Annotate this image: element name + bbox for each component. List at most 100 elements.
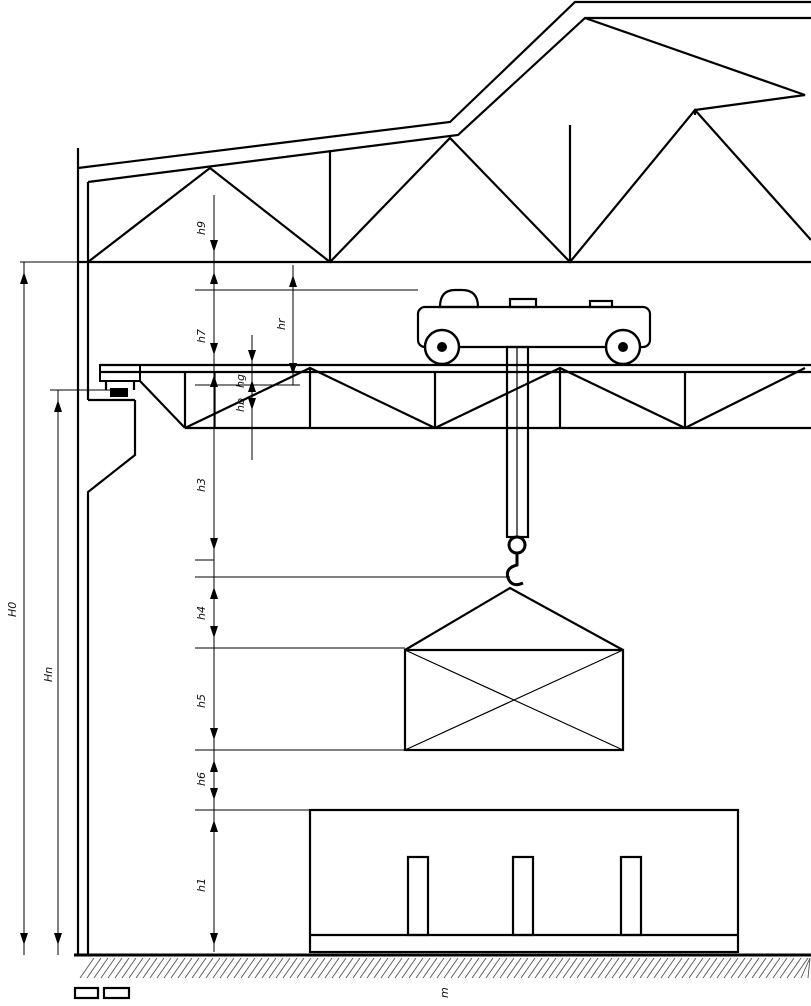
ground-hatch-line	[387, 957, 403, 979]
ground-hatch-line	[716, 957, 732, 979]
label-h5: h5	[195, 694, 208, 708]
ground-hatch-line	[779, 957, 795, 979]
dimension-arrows	[20, 240, 297, 945]
ground-hatch-line	[282, 957, 298, 979]
ground-hatch-line	[359, 957, 375, 979]
ground-hatch-line	[457, 957, 473, 979]
ground-hatch-line	[114, 957, 130, 979]
ground-hatch-line	[366, 957, 382, 979]
roof-upper-triangle	[584, 16, 806, 112]
ground-hatch-line	[730, 957, 746, 979]
ground-hatch-line	[352, 957, 368, 979]
ground-hatch-line	[205, 957, 221, 979]
ground-hatch-line	[317, 957, 333, 979]
ground-hatch-line	[702, 957, 718, 979]
ground-hatch-line	[478, 957, 494, 979]
ground-hatch-line	[93, 957, 109, 979]
dimension-labels: h9 h7 hr hg hb h3 h4 h5 h6 h1 H0 Hn m	[6, 221, 451, 998]
ground-hatch-line	[254, 957, 270, 979]
ground-hatch-line	[233, 957, 249, 979]
ground-hatch-line	[709, 957, 725, 979]
ground-hatch-line	[184, 957, 200, 979]
ground-hatch-line	[611, 957, 627, 979]
ground-hatch-line	[646, 957, 662, 979]
ground-hatch-line	[807, 957, 811, 979]
ground-hatch-line	[625, 957, 641, 979]
ground-hatch-line	[443, 957, 459, 979]
ground-hatch-line	[604, 957, 620, 979]
ground-hatch-line	[268, 957, 284, 979]
label-hb: hb	[234, 398, 247, 412]
ground-hatch-line	[576, 957, 592, 979]
ground-hatch-line	[590, 957, 606, 979]
ground-hatch-line	[758, 957, 774, 979]
ground-hatch-line	[289, 957, 305, 979]
ground-hatch-line	[219, 957, 235, 979]
ground-hatch-line	[786, 957, 802, 979]
label-h7: h7	[195, 329, 208, 343]
label-hg: hg	[234, 374, 247, 388]
ground-hatch-line	[800, 957, 811, 979]
ground-hatch-line	[310, 957, 326, 979]
ground-hatch-line	[632, 957, 648, 979]
ground-hatch-line	[527, 957, 543, 979]
ground-hatch-line	[226, 957, 242, 979]
ground-hatch-line	[751, 957, 767, 979]
ground-hatch-line	[170, 957, 186, 979]
roof-truss-webs	[87, 108, 811, 264]
ground-hatch-line	[149, 957, 165, 979]
ground-hatch-line	[569, 957, 585, 979]
ground-hatch-line	[345, 957, 361, 979]
ground-hatch-line	[688, 957, 704, 979]
ground-hatch-line	[450, 957, 466, 979]
ground-hatch-line	[408, 957, 424, 979]
ground-hatch-line	[723, 957, 739, 979]
label-h4: h4	[195, 606, 208, 620]
dimension-lines	[20, 195, 510, 955]
ground-hatch-line	[142, 957, 158, 979]
ground-hatch-line	[681, 957, 697, 979]
ground-hatch-line	[121, 957, 137, 979]
ground-hatch-line	[765, 957, 781, 979]
ground-hatch-line	[653, 957, 669, 979]
ground-hatch-line	[555, 957, 571, 979]
ground-hatch-line	[499, 957, 515, 979]
ground-hatch-line	[331, 957, 347, 979]
building-column	[76, 148, 137, 955]
ground-hatch-line	[261, 957, 277, 979]
label-ground: m	[438, 987, 451, 998]
bridge-crane-girder	[100, 363, 811, 430]
label-h1: h1	[195, 878, 208, 892]
ground	[73, 953, 811, 1000]
label-h6: h6	[195, 772, 208, 786]
ground-hatch-line	[107, 957, 123, 979]
ground-hatch-line	[128, 957, 144, 979]
ground-hatch-line	[177, 957, 193, 979]
ground-hatch-line	[562, 957, 578, 979]
ground-hatch-line	[471, 957, 487, 979]
ground-hatch-line	[744, 957, 760, 979]
ground-hatch-line	[373, 957, 389, 979]
ground-hatch-line	[394, 957, 410, 979]
hoist-hook-assembly	[505, 345, 530, 587]
ground-hatch-line	[296, 957, 312, 979]
suspended-load	[403, 586, 625, 752]
ground-hatch-line	[520, 957, 536, 979]
ground-hatch-line	[212, 957, 228, 979]
ground-hatch-line	[303, 957, 319, 979]
ground-hatch-line	[513, 957, 529, 979]
ground-hatch-line	[401, 957, 417, 979]
ground-hatch-line	[737, 957, 753, 979]
ground-hatch-line	[548, 957, 564, 979]
ground-hatch-line	[674, 957, 690, 979]
crane-trolley	[416, 288, 652, 366]
roof	[77, 0, 811, 262]
ground-hatch-line	[541, 957, 557, 979]
ground-hatch-line	[534, 957, 550, 979]
ground-hatch-line	[492, 957, 508, 979]
ground-hatch-line	[86, 957, 102, 979]
ground-hatch-line	[338, 957, 354, 979]
floor-equipment	[308, 808, 740, 954]
